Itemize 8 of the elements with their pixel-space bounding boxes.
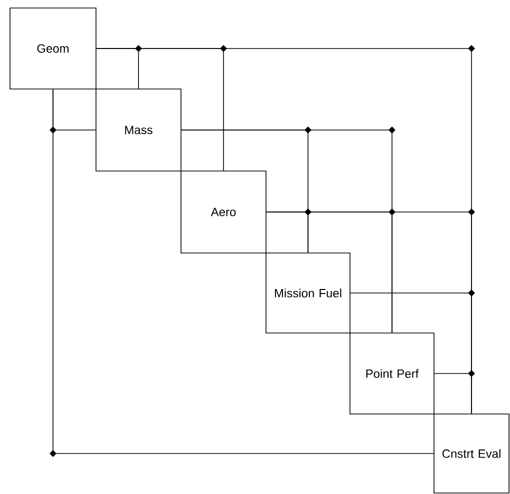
process-box: Geom <box>10 8 96 90</box>
process-box: Point Perf <box>350 332 434 414</box>
connector-line <box>434 373 472 414</box>
process-box: Cnstrt Eval <box>434 414 510 494</box>
process-box: Mass <box>96 88 182 172</box>
process-box: Aero <box>180 170 266 254</box>
connector-line <box>52 89 434 454</box>
process-box: Mission Fuel <box>266 252 350 334</box>
